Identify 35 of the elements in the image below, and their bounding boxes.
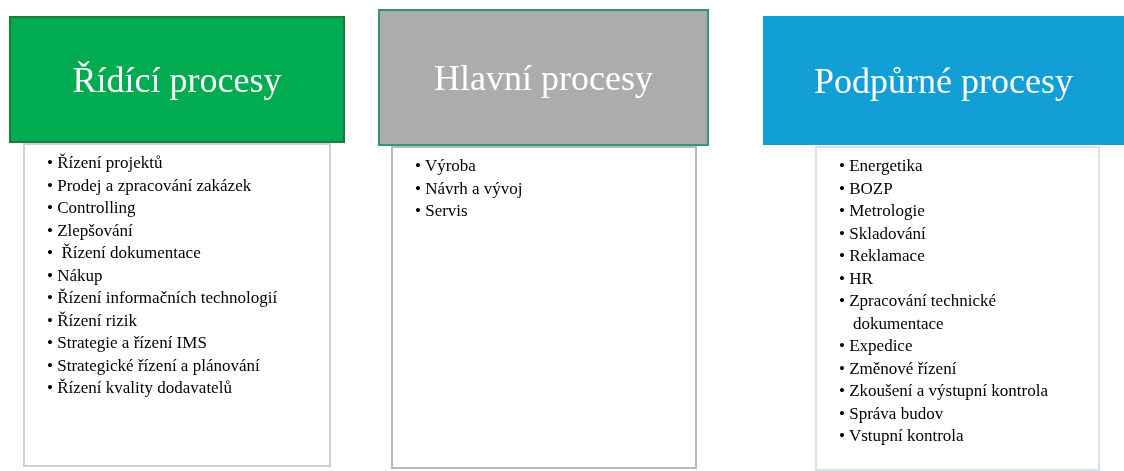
- process-item: • Změnové řízení: [839, 357, 958, 380]
- process-item: • Strategické řízení a plánování: [47, 354, 261, 377]
- process-item: • Zkoušení a výstupní kontrola: [839, 380, 1049, 402]
- process-item: • Servis: [415, 200, 469, 222]
- process-item: • Řízení informačních technologií: [47, 287, 279, 309]
- process-item: • Řízení dokumentace: [47, 242, 202, 264]
- process-item: • Expedice: [839, 335, 914, 357]
- process-item: • Prodej a zpracování zakázek: [47, 174, 253, 197]
- process-item: • Strategie a řízení IMS: [47, 332, 208, 354]
- process-item: • Vstupní kontrola: [839, 425, 965, 447]
- process-item: • Zpracování technické dokumentace: [839, 290, 997, 335]
- process-list-box: [23, 143, 331, 467]
- process-item: • Reklamace: [839, 245, 926, 267]
- process-item: • Správa budov: [839, 402, 945, 425]
- process-item: • Metrologie: [839, 200, 926, 222]
- process-item: • Řízení rizik: [47, 309, 138, 332]
- process-item: • Návrh a vývoj: [415, 177, 524, 200]
- category-title: Řídící procesy: [72, 61, 282, 98]
- process-item: • Výroba: [415, 155, 477, 177]
- category-title: Hlavní procesy: [434, 59, 653, 96]
- category-header-box: [763, 16, 1124, 145]
- category-header-box: [378, 9, 709, 146]
- process-item: • Řízení kvality dodavatelů: [47, 377, 233, 399]
- process-item: • Skladování: [839, 222, 927, 245]
- process-item: • Zlepšování: [47, 219, 134, 242]
- process-list-box: [815, 146, 1100, 471]
- process-item: • Energetika: [839, 155, 924, 177]
- category-title: Podpůrné procesy: [814, 62, 1073, 99]
- process-item: • Controlling: [47, 197, 137, 219]
- process-item: • BOZP: [839, 177, 894, 200]
- process-item: • Nákup: [47, 264, 104, 287]
- process-item: • Řízení projektů: [47, 152, 164, 174]
- category-header-box: [9, 16, 345, 143]
- process-list-box: [391, 146, 697, 469]
- process-item: • HR: [839, 267, 874, 290]
